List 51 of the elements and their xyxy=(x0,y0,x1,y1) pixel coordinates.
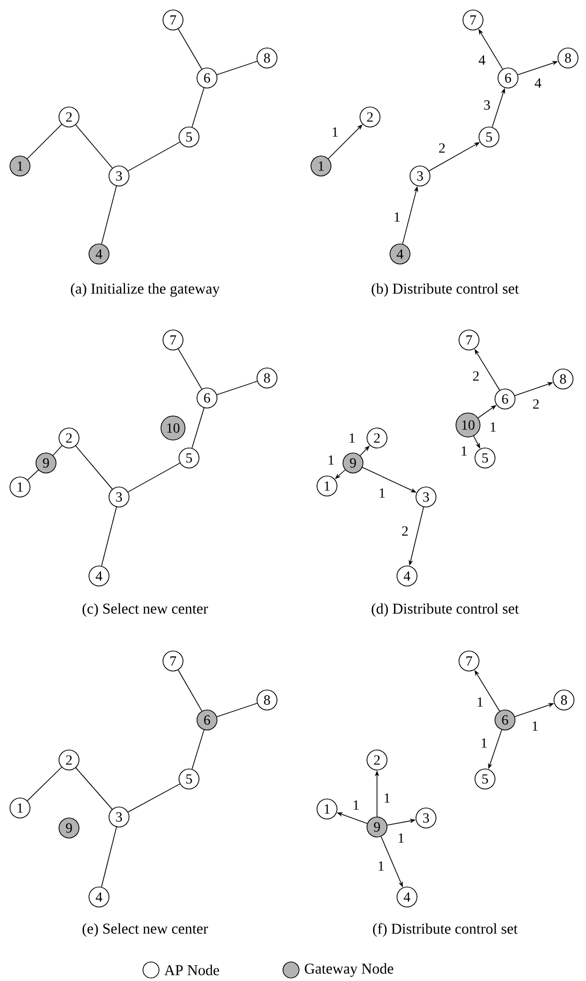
connector-line xyxy=(75,124,113,168)
edge-label: 1 xyxy=(480,737,488,749)
connector-line xyxy=(101,186,117,244)
edge-label: 1 xyxy=(530,720,540,732)
connector-line xyxy=(192,730,204,770)
edge-label: 1 xyxy=(476,696,484,708)
connector-line xyxy=(192,408,204,448)
edge-label: 1 xyxy=(382,792,392,804)
edge-label: 2 xyxy=(438,142,446,154)
edge-label: 1 xyxy=(376,860,386,872)
edge-label: 1 xyxy=(378,487,386,499)
connector-line xyxy=(216,702,258,718)
edge-label: 1 xyxy=(460,445,468,457)
panel-caption: (e) Select new center xyxy=(82,923,208,937)
connector-line xyxy=(75,446,113,490)
panel-caption: (a) Initialize the gateway xyxy=(70,283,220,297)
edge-label: 1 xyxy=(392,211,402,223)
connector-line xyxy=(75,767,113,810)
panel-caption: (d) Distribute control set xyxy=(372,603,519,617)
connector-line xyxy=(27,766,62,802)
edge-label: 4 xyxy=(478,54,486,66)
edge-label: 3 xyxy=(482,99,492,111)
connector-line xyxy=(26,124,62,160)
edge-label: 1 xyxy=(348,432,356,444)
connector-line xyxy=(128,142,180,172)
connector-line xyxy=(128,462,180,492)
connector-line xyxy=(178,348,202,390)
connector-line xyxy=(216,380,258,396)
connector-line xyxy=(101,826,117,888)
edge-label: 1 xyxy=(352,799,360,811)
connector-line xyxy=(128,784,180,812)
edge-label: 1 xyxy=(488,421,498,433)
legend-label: AP Node xyxy=(164,964,220,976)
edge-label: 2 xyxy=(472,370,480,382)
edge-label: 1 xyxy=(326,454,336,466)
edge-label: 1 xyxy=(396,832,406,844)
connector-line xyxy=(27,470,39,480)
panel-caption: (f) Distribute control set xyxy=(372,923,518,937)
connector-line xyxy=(216,60,258,76)
panel-caption: (b) Distribute control set xyxy=(372,283,519,297)
connector-line xyxy=(178,28,202,70)
connector-line xyxy=(192,88,204,128)
panel-caption: (c) Select new center xyxy=(82,603,208,617)
legend-label: Gateway Node xyxy=(304,963,394,977)
edge-label: 2 xyxy=(532,398,540,410)
edge-label: 4 xyxy=(534,77,542,89)
edge-label: 1 xyxy=(330,126,340,138)
connector-line xyxy=(101,506,117,566)
connector-line xyxy=(178,670,202,712)
edge-label: 2 xyxy=(400,525,410,537)
connector-line xyxy=(52,445,62,456)
